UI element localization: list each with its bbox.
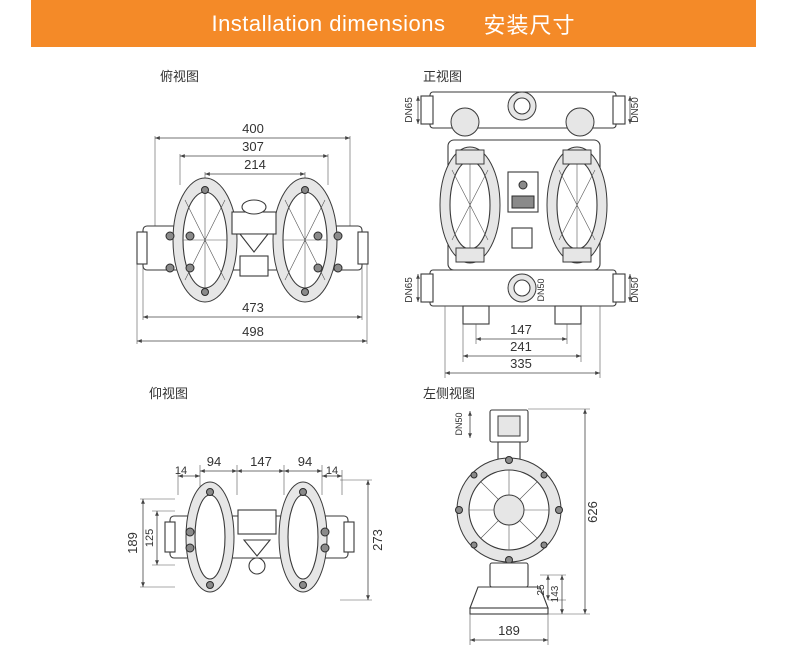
top-view-label: 俯视图 bbox=[160, 70, 200, 85]
dim-25: 25 bbox=[536, 584, 547, 596]
dim-400: 400 bbox=[242, 121, 264, 136]
dim-473: 473 bbox=[242, 300, 264, 315]
label-dn50-left: DN50 bbox=[454, 412, 464, 435]
dim-189-left: 189 bbox=[498, 623, 520, 638]
dim-335: 335 bbox=[510, 356, 532, 371]
top-view-drawing: 400 307 214 473 498 bbox=[136, 121, 369, 344]
dim-498: 498 bbox=[242, 324, 264, 339]
label-dn50-bottom: DN50 bbox=[630, 277, 641, 303]
dim-214: 214 bbox=[244, 157, 266, 172]
label-dn65-top: DN65 bbox=[404, 97, 415, 123]
bottom-view-drawing: 14 94 147 94 14 189 125 273 bbox=[125, 454, 385, 601]
dim-273: 273 bbox=[370, 529, 385, 551]
dim-143: 143 bbox=[550, 585, 561, 602]
title-english: Installation dimensions bbox=[211, 10, 446, 36]
dim-307: 307 bbox=[242, 139, 264, 154]
left-view-drawing: DN50 626 25 143 189 bbox=[454, 408, 600, 645]
left-view-label: 左侧视图 bbox=[423, 387, 476, 402]
dim-94-right: 94 bbox=[298, 454, 312, 469]
front-view-drawing: DN65 DN50 DN65 DN50 DN50 147 241 335 bbox=[404, 91, 641, 378]
dim-241: 241 bbox=[510, 339, 532, 354]
dim-147-bottom: 147 bbox=[250, 454, 272, 469]
dim-147-front: 147 bbox=[510, 322, 532, 337]
title-chinese: 安装尺寸 bbox=[483, 13, 576, 39]
dim-14-right: 14 bbox=[326, 465, 338, 477]
label-dn50-top: DN50 bbox=[630, 97, 641, 123]
dim-189-bottom: 189 bbox=[125, 532, 140, 554]
dim-14-left: 14 bbox=[175, 465, 187, 477]
header-banner: Installation dimensions 安装尺寸 bbox=[31, 0, 756, 47]
label-dn50-center: DN50 bbox=[536, 278, 546, 301]
dim-94-left: 94 bbox=[207, 454, 221, 469]
dim-626: 626 bbox=[585, 501, 600, 523]
front-view-label: 正视图 bbox=[423, 70, 463, 85]
label-dn65-bottom: DN65 bbox=[404, 277, 415, 303]
dim-125: 125 bbox=[144, 529, 156, 547]
bottom-view-label: 仰视图 bbox=[149, 387, 189, 402]
